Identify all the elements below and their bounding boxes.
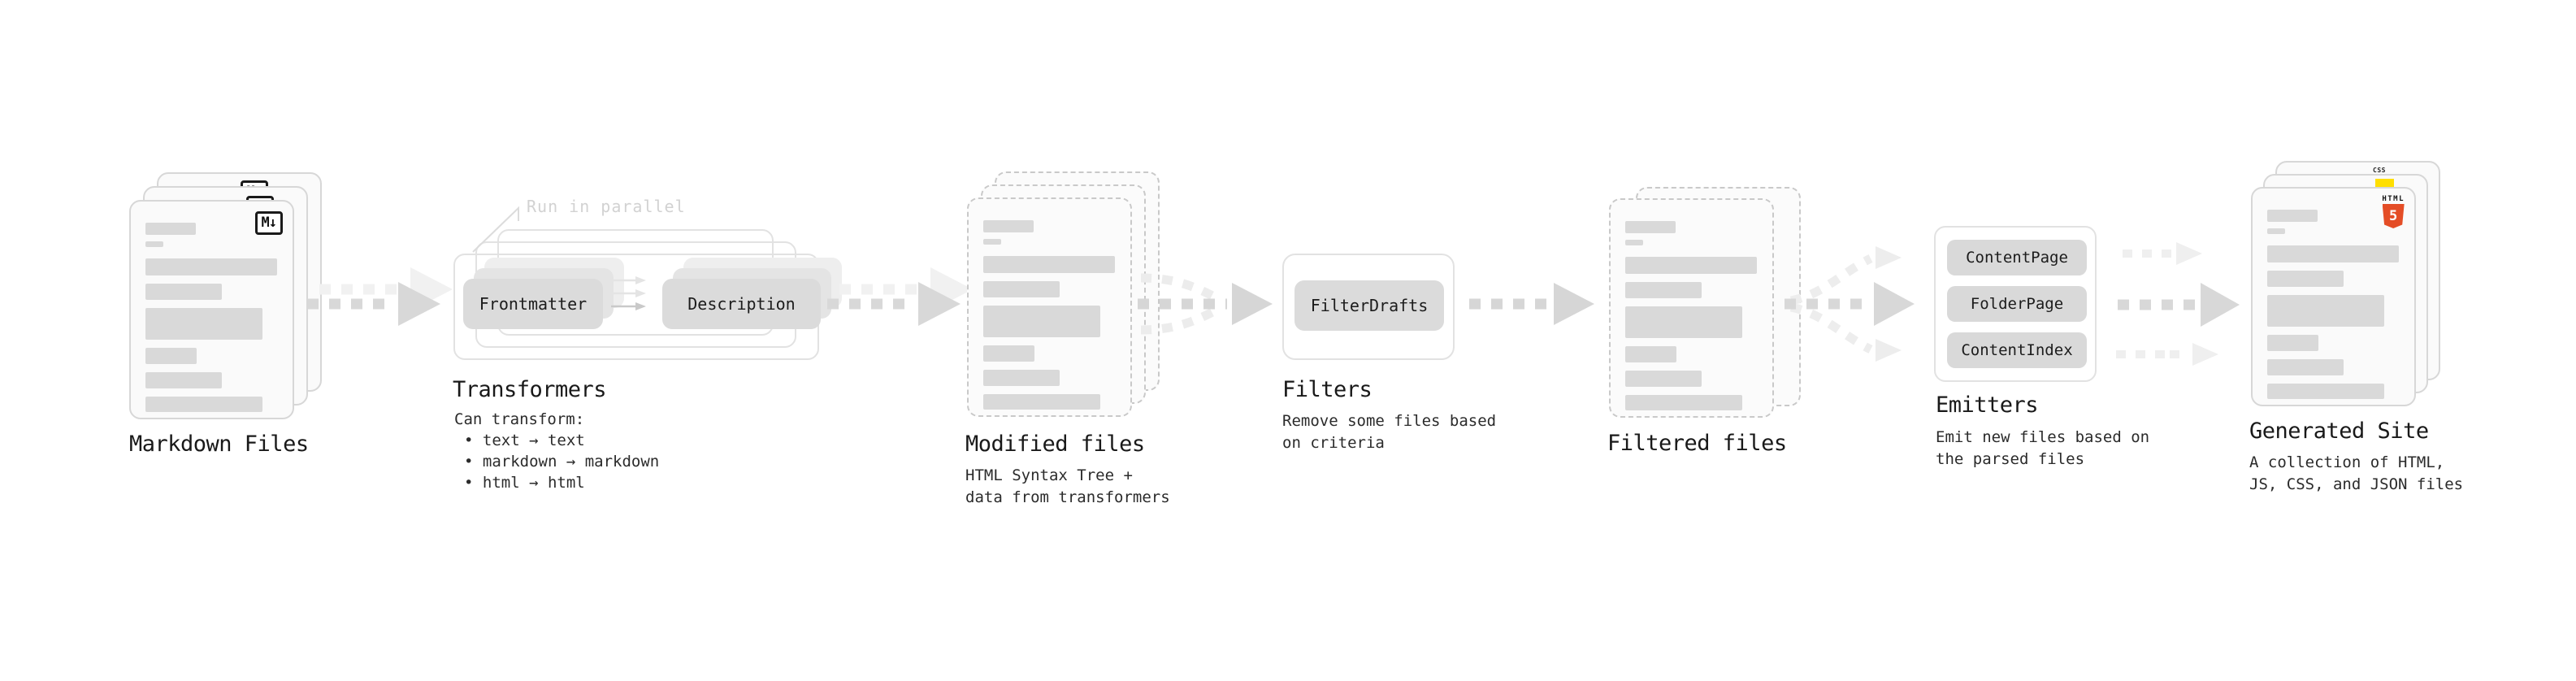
- skeleton-line: [2267, 271, 2344, 287]
- skeleton-line: [145, 241, 163, 247]
- skeleton-line: [145, 308, 262, 340]
- skeleton-line: [983, 239, 1001, 245]
- skeleton-line: [983, 394, 1100, 410]
- doc-card: HTML 5: [2251, 187, 2416, 406]
- emitters-label: Emitters: [1936, 393, 2039, 418]
- modified-files-label: Modified files: [965, 432, 1145, 457]
- filtered-files-stack: [1609, 187, 1804, 423]
- js-icon: [2375, 179, 2394, 189]
- skeleton-line: [2267, 210, 2318, 222]
- doc-card: [1609, 198, 1774, 418]
- doc-card: [967, 197, 1132, 417]
- html5-icon-label: HTML: [2382, 195, 2405, 203]
- skeleton-line: [1625, 240, 1643, 245]
- emitter-node-contentindex: ContentIndex: [1947, 332, 2087, 368]
- skeleton-line: [983, 281, 1060, 297]
- doc-skeleton: [2267, 210, 2400, 399]
- skeleton-line: [2267, 335, 2318, 351]
- markdown-files-stack: M↓ M↓ M↓: [129, 172, 324, 421]
- emitters-box: ContentPage FolderPage ContentIndex: [1934, 226, 2097, 382]
- modified-files-caption: HTML Syntax Tree +: [965, 466, 1133, 484]
- skeleton-line: [2267, 359, 2344, 375]
- skeleton-line: [1625, 282, 1702, 298]
- frontmatter-node: Frontmatter: [463, 279, 603, 329]
- flow-arrow-filters-to-filtered: [1469, 283, 1594, 325]
- emitter-node-folderpage: FolderPage: [1947, 286, 2087, 322]
- transformers-label: Transformers: [453, 377, 607, 402]
- skeleton-line: [145, 397, 262, 412]
- skeleton-line: [983, 306, 1100, 337]
- filterdrafts-node: FilterDrafts: [1295, 280, 1444, 331]
- skeleton-line: [1625, 221, 1676, 233]
- doc-skeleton: [1625, 221, 1758, 410]
- skeleton-line: [983, 345, 1034, 362]
- emitters-caption: Emit new files based on: [1936, 428, 2150, 446]
- skeleton-line: [2267, 228, 2285, 234]
- skeleton-line: [145, 284, 222, 300]
- filters-label: Filters: [1282, 377, 1373, 402]
- skeleton-line: [983, 370, 1060, 386]
- filters-caption: Remove some files based: [1282, 412, 1497, 430]
- skeleton-line: [145, 372, 222, 388]
- skeleton-line: [983, 256, 1115, 273]
- filters-caption: on criteria: [1282, 434, 1385, 452]
- generated-site-stack: CSS HTML 5: [2251, 161, 2446, 410]
- markdown-files-label: Markdown Files: [129, 432, 309, 457]
- filters-box: FilterDrafts: [1282, 254, 1455, 360]
- flow-arrow-transformers-to-modified: [827, 267, 973, 326]
- skeleton-line: [145, 348, 197, 364]
- transform-bullet: • markdown → markdown: [464, 453, 660, 471]
- modified-files-caption: data from transformers: [965, 488, 1170, 506]
- generated-site-caption: JS, CSS, and JSON files: [2249, 475, 2464, 493]
- skeleton-line: [145, 223, 196, 235]
- description-node: Description: [662, 279, 821, 329]
- skeleton-line: [1625, 257, 1757, 274]
- skeleton-line: [2267, 295, 2384, 327]
- skeleton-line: [1625, 306, 1742, 338]
- html5-icon-shield: 5: [2382, 204, 2405, 228]
- markdown-icon: M↓: [254, 211, 283, 235]
- skeleton-line: [2267, 245, 2399, 262]
- transform-bullet: • html → html: [464, 474, 585, 492]
- skeleton-line: [1625, 371, 1702, 387]
- skeleton-line: [145, 258, 277, 275]
- emitter-node-contentpage: ContentPage: [1947, 240, 2087, 275]
- doc-skeleton: [983, 220, 1116, 410]
- modified-files-stack: [967, 171, 1162, 420]
- skeleton-line: [2267, 384, 2384, 399]
- filtered-files-label: Filtered files: [1607, 431, 1787, 456]
- doc-skeleton: [145, 223, 278, 412]
- parallel-arrows-icon: [611, 276, 646, 310]
- skeleton-line: [983, 220, 1034, 232]
- emitters-caption: the parsed files: [1936, 450, 2085, 468]
- parallel-annotation: Run in parallel: [527, 197, 686, 216]
- transformers-caption-title: Can transform:: [454, 410, 585, 428]
- flow-arrow-markdown-to-transformers: [307, 267, 453, 326]
- skeleton-line: [1625, 395, 1742, 410]
- doc-card: M↓: [129, 200, 294, 419]
- generated-site-caption: A collection of HTML,: [2249, 453, 2445, 471]
- converge-arrow-modified-to-filters: [1138, 273, 1273, 335]
- skeleton-line: [1625, 346, 1676, 362]
- triple-arrow-emitters-to-generated: [2116, 242, 2240, 366]
- generated-site-label: Generated Site: [2249, 419, 2429, 444]
- transform-bullet: • text → text: [464, 432, 585, 449]
- html5-icon: HTML 5: [2382, 195, 2405, 228]
- annotation-leader-line: [472, 206, 519, 253]
- fanout-arrow-filtered-to-emitters: [1785, 246, 1915, 362]
